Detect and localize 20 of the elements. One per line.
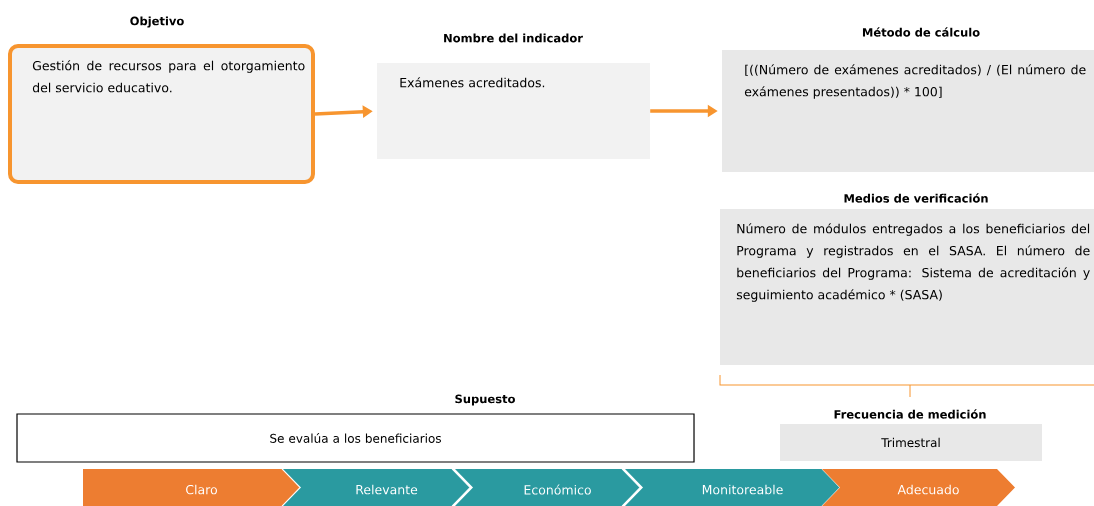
text-box: Número de módulos entregados a los beneficiarios del Programa y registrados en el SASA. El número de beneficiarios del Programa: Sistema de acreditación y seguimiento académico * (SASA) bbox=[720, 209, 1094, 365]
chevron-step: Económico bbox=[455, 468, 641, 506]
section-heading: Supuesto bbox=[455, 394, 515, 406]
text-box: Exámenes acreditados. bbox=[377, 63, 650, 159]
chevron-step: Adecuado bbox=[822, 469, 1015, 506]
node-label: Monitoreable bbox=[702, 484, 783, 495]
section-heading: Objetivo bbox=[130, 16, 184, 28]
section-heading: Medios de verificación bbox=[844, 193, 988, 203]
section-heading: Nombre del indicador bbox=[444, 33, 583, 43]
chevron-step: Monitoreable bbox=[625, 468, 841, 506]
node-label: Relevante bbox=[356, 484, 418, 495]
node-label: Económico bbox=[524, 484, 591, 495]
chevron-step: Claro bbox=[83, 468, 301, 506]
text-box: [((Número de exámenes acreditados) / (El número de exámenes presentados)) * 100] bbox=[722, 50, 1094, 172]
section-heading: Método de cálculo bbox=[862, 27, 980, 37]
text-box: Trimestral bbox=[780, 424, 1042, 461]
chevron-step: Relevante bbox=[283, 468, 471, 506]
text-box: Se evalúa a los beneficiarios bbox=[16, 413, 695, 463]
section-heading: Frecuencia de medición bbox=[834, 409, 986, 419]
text-box: Gestión de recursos para el otorgamiento del servicio educativo. bbox=[8, 44, 315, 184]
